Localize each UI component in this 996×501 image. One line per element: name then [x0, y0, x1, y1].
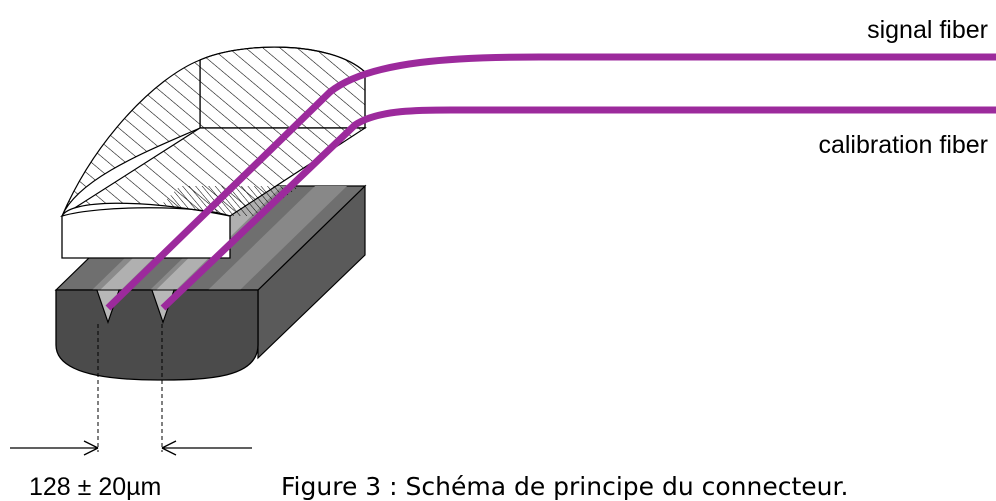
- signal-fiber: [105, 53, 996, 311]
- block-front-face: [55, 289, 259, 381]
- calibration-fiber-label: calibration fiber: [818, 131, 988, 159]
- arrow-left-icon: [161, 440, 177, 456]
- spacing-dimension: [10, 324, 252, 456]
- figure-caption: Figure 3 : Schéma de principe du connect…: [281, 472, 848, 501]
- arrow-right-icon: [83, 440, 99, 456]
- signal-fiber-label: signal fiber: [867, 16, 988, 44]
- spacing-label: 128 ± 20µm: [29, 473, 161, 501]
- fibers: [105, 53, 996, 311]
- calibration-fiber: [160, 106, 996, 311]
- cover-lid: [59, 46, 368, 259]
